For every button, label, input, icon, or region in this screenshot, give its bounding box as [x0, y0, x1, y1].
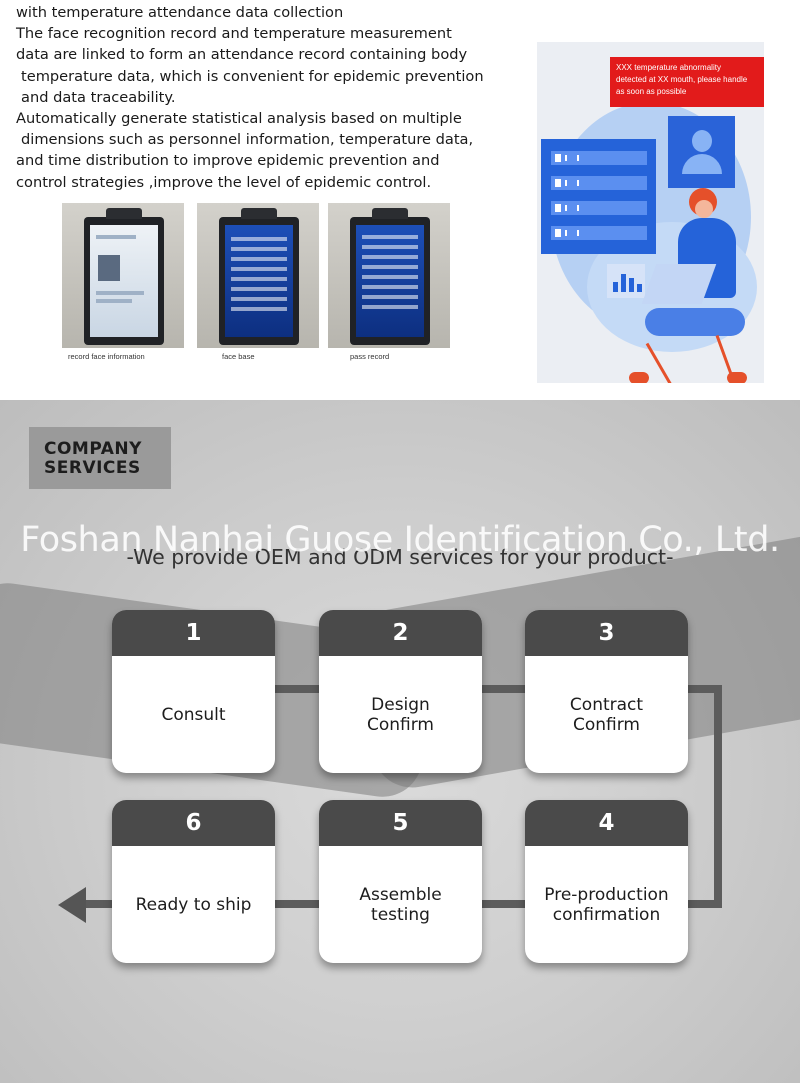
device-screenshots: record face information face base pass r…	[62, 203, 450, 371]
services-subtitle: -We provide OEM and ODM services for you…	[126, 545, 674, 569]
step-label: Pre-production confirmation	[544, 884, 669, 925]
service-step-3: 3 Contract Confirm	[525, 610, 688, 773]
flow-connector	[82, 900, 127, 908]
step-label: Assemble testing	[359, 884, 442, 925]
bar-chart-icon	[607, 264, 645, 298]
service-step-2: 2 Design Confirm	[319, 610, 482, 773]
record-list-icon	[541, 139, 656, 254]
screenshot-caption: face base	[222, 352, 255, 361]
temperature-alert-illustration: XXX temperature abnormality detected at …	[537, 42, 764, 383]
terminal-device-icon	[219, 208, 299, 345]
terminal-device-icon	[84, 208, 164, 345]
device-photo-pass-record	[328, 203, 450, 348]
step-number: 6	[112, 800, 275, 846]
description-line: temperature data, which is convenient fo…	[21, 67, 484, 85]
step-number: 1	[112, 610, 275, 656]
step-number: 4	[525, 800, 688, 846]
flow-connector	[265, 900, 335, 908]
feature-description: with temperature attendance data collect…	[16, 2, 516, 193]
step-number: 2	[319, 610, 482, 656]
description-line: control strategies ,improve the level of…	[16, 173, 432, 191]
arrow-left-icon	[58, 887, 86, 923]
feature-section: with temperature attendance data collect…	[0, 0, 800, 400]
company-services-badge: COMPANY SERVICES	[29, 427, 171, 489]
service-step-5: 5 Assemble testing	[319, 800, 482, 963]
description-line: and data traceability.	[21, 88, 176, 106]
flow-connector	[680, 900, 722, 908]
step-label: Design Confirm	[366, 694, 434, 735]
service-step-1: 1 Consult	[112, 610, 275, 773]
temperature-alert-message: XXX temperature abnormality detected at …	[610, 57, 764, 107]
company-watermark: Foshan Nanhai Guose Identification Co., …	[20, 520, 780, 560]
description-line: Automatically generate statistical analy…	[16, 110, 462, 128]
screenshot-caption: record face information	[68, 352, 145, 361]
terminal-device-icon	[350, 208, 430, 345]
flow-connector	[470, 900, 540, 908]
description-line: dimensions such as personnel information…	[21, 131, 474, 149]
flow-connector	[470, 685, 540, 693]
badge-line: COMPANY	[44, 439, 142, 459]
badge-line: SERVICES	[44, 458, 141, 478]
alert-line: detected at XX mouth, please handle	[616, 75, 748, 84]
device-photo-face-base	[197, 203, 319, 348]
description-line: with temperature attendance data collect…	[16, 4, 344, 21]
service-step-6: 6 Ready to ship	[112, 800, 275, 963]
alert-line: XXX temperature abnormality	[616, 63, 721, 72]
service-step-4: 4 Pre-production confirmation	[525, 800, 688, 963]
flow-connector	[714, 685, 722, 908]
flow-connector	[680, 685, 722, 693]
step-label: Consult	[161, 704, 226, 725]
device-photo-face-record	[62, 203, 184, 348]
step-number: 3	[525, 610, 688, 656]
description-line: data are linked to form an attendance re…	[16, 46, 468, 64]
description-line: and time distribution to improve epidemi…	[16, 152, 440, 170]
flow-connector	[265, 685, 335, 693]
user-avatar-icon	[668, 116, 735, 188]
alert-line: as soon as possible	[616, 87, 687, 96]
company-services-section: COMPANY SERVICES -We provide OEM and ODM…	[0, 400, 800, 1083]
step-label: Ready to ship	[135, 894, 252, 915]
screenshot-caption: pass record	[350, 352, 390, 361]
step-label: Contract Confirm	[569, 694, 644, 735]
description-line: The face recognition record and temperat…	[16, 25, 452, 43]
step-number: 5	[319, 800, 482, 846]
